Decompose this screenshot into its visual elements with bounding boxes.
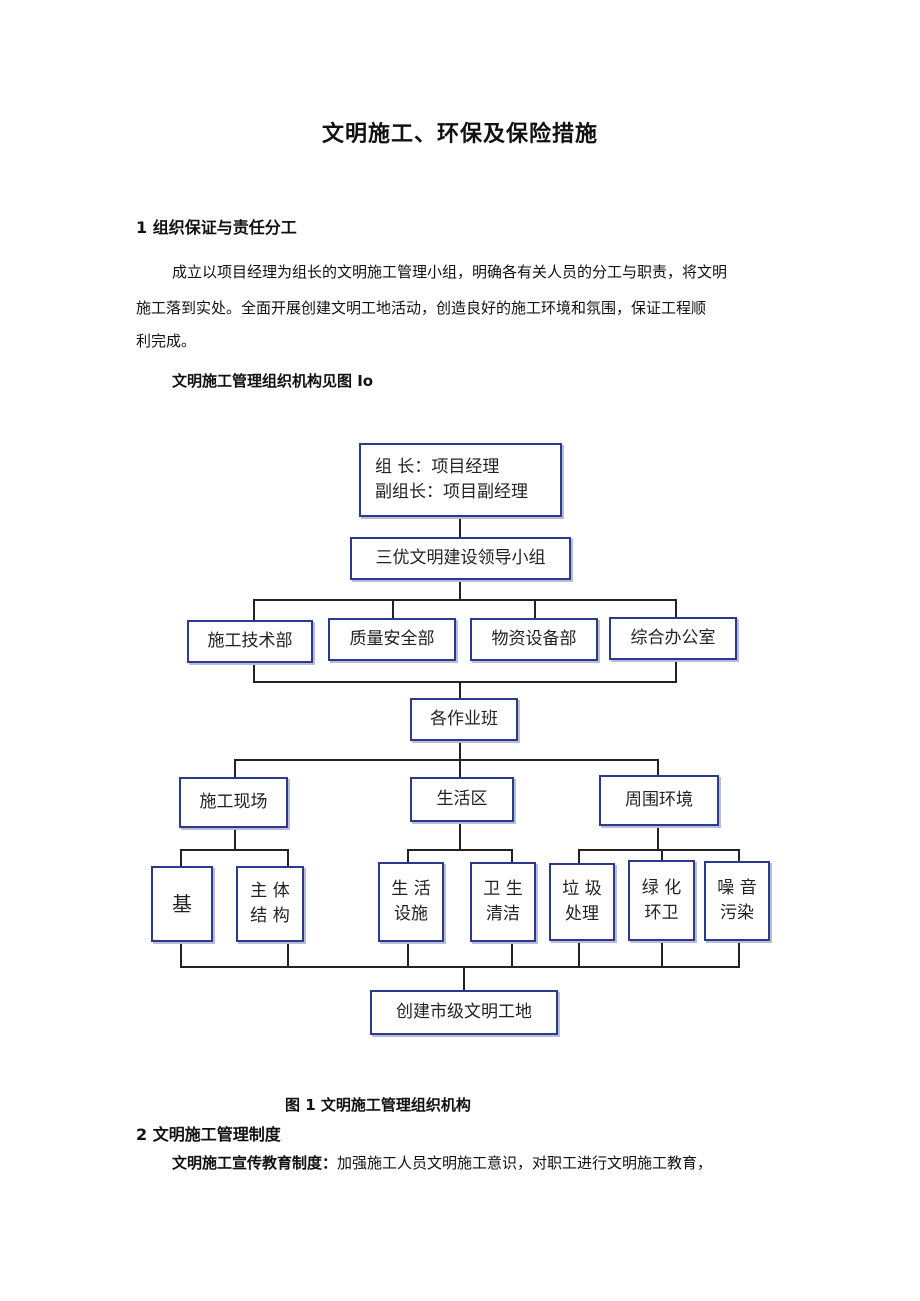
connector-line [459,516,461,538]
area-label: 生活区 [436,789,488,809]
item-box-foundation: 基 [151,866,213,942]
area-label: 施工现场 [199,792,268,812]
item-label: 垃 圾 [562,879,602,899]
item-box-main-structure: 主 体 结 构 [236,866,304,942]
item-label: 卫 生 [483,879,523,899]
item-label: 主 体 [250,881,290,901]
connector-line [234,759,236,778]
item-box-sanitation: 卫 生 清洁 [470,862,536,942]
section-2-heading: 2 文明施工管理制度 [136,1125,281,1144]
paragraph-line-2: 施工落到实处。全面开展创建文明工地活动，创造良好的施工环境和氛围，保证工程顺 [136,299,707,317]
connector-line [511,942,513,967]
deputy-leader-line: 副组长：项目副经理 [375,482,528,502]
teams-label: 各作业班 [430,709,498,729]
connector-line [459,580,461,600]
area-box-environment: 周围环境 [599,775,719,826]
connector-line [407,942,409,967]
area-label: 周围环境 [625,790,693,810]
connector-line [459,741,461,760]
connector-line [675,599,677,619]
item-label: 处理 [565,904,599,924]
connector-line [234,759,658,761]
connector-line [392,599,394,619]
item-label: 噪 音 [717,878,757,898]
connector-line [253,662,255,682]
department-box: 施工技术部 [187,620,313,663]
connector-line [578,849,740,851]
department-box: 物资设备部 [470,618,598,661]
paragraph-lead-bold: 文明施工宣传教育制度： [172,1154,338,1172]
connector-line [459,759,461,778]
item-box-noise: 噪 音 污染 [704,861,770,941]
connector-line [463,966,465,992]
connector-line [234,828,236,850]
teams-box: 各作业班 [410,698,518,741]
item-label: 结 构 [250,906,290,926]
leadership-group-box: 三优文明建设领导小组 [350,537,571,580]
connector-line [578,940,580,967]
item-label: 设施 [394,904,428,924]
paragraph-line-1: 成立以项目经理为组长的文明施工管理小组，明确各有关人员的分工与职责，将文明 [172,263,728,281]
department-box: 质量安全部 [328,618,456,661]
figure-reference: 文明施工管理组织机构见图 Io [172,372,374,390]
connector-line [180,849,182,867]
department-label: 物资设备部 [491,629,577,649]
item-box-living-facilities: 生 活 设施 [378,862,444,942]
item-label: 绿 化 [641,877,682,898]
paragraph-lead-text: 加强施工人员文明施工意识，对职工进行文明施工教育， [337,1154,713,1172]
connector-line [253,599,677,601]
item-label: 生 活 [391,879,431,899]
connector-line [180,966,740,968]
department-label: 综合办公室 [630,628,716,648]
connector-line [287,941,289,967]
connector-line [407,849,513,851]
item-label: 环卫 [644,902,679,923]
area-box-living: 生活区 [410,777,514,822]
connector-line [180,849,289,851]
item-label: 基 [172,891,192,916]
item-box-greening: 绿 化 环卫 [628,860,695,941]
section-2-paragraph: 文明施工宣传教育制度：加强施工人员文明施工意识，对职工进行文明施工教育， [172,1145,712,1181]
department-box: 综合办公室 [609,617,737,660]
connector-line [253,681,677,683]
connector-line [407,849,409,863]
goal-label: 创建市级文明工地 [396,1002,532,1022]
figure-caption: 图 1 文明施工管理组织机构 [285,1096,471,1114]
connector-line [511,849,513,863]
item-box-garbage: 垃 圾 处理 [549,863,615,941]
connector-line [675,660,677,682]
connector-line [738,849,740,862]
document-title: 文明施工、环保及保险措施 [321,122,598,147]
connector-line [657,826,659,850]
connector-line [180,941,182,967]
item-label: 清洁 [486,904,520,924]
item-label: 污染 [720,903,754,923]
connector-line [287,849,289,867]
leader-box: 组 长：项目经理 副组长：项目副经理 [359,443,562,517]
connector-line [459,822,461,850]
section-1-heading: 1 组织保证与责任分工 [136,218,297,237]
department-label: 质量安全部 [349,629,435,649]
connector-line [253,599,255,621]
paragraph-line-3: 利完成。 [136,332,197,350]
connector-line [657,759,659,776]
connector-line [661,849,663,861]
department-label: 施工技术部 [207,631,293,651]
goal-box: 创建市级文明工地 [370,990,558,1035]
connector-line [534,599,536,619]
leader-line: 组 长：项目经理 [375,457,500,477]
leadership-group-label: 三优文明建设领导小组 [375,548,546,568]
connector-line [661,940,663,967]
connector-line [738,940,740,967]
connector-line [578,849,580,864]
area-box-site: 施工现场 [179,777,288,828]
connector-line [459,681,461,699]
